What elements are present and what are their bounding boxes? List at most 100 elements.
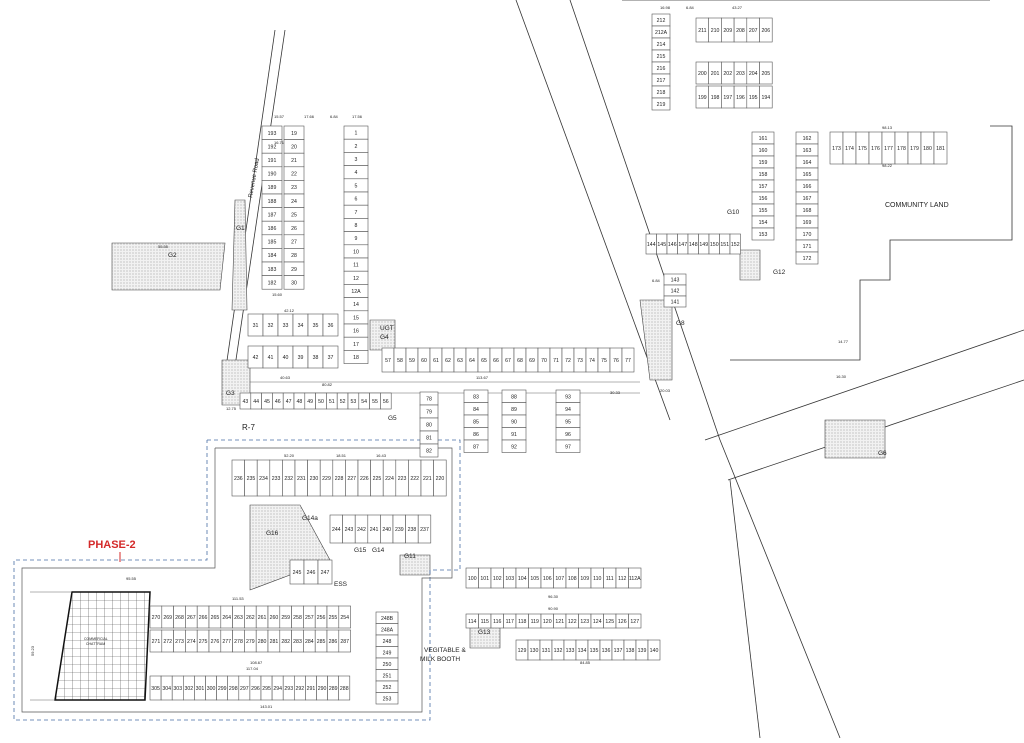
plot-number-28: 28 [291,253,297,259]
plot-number-301: 301 [196,686,205,692]
dim-label: 20.03 [660,388,671,393]
dim-label: 98.22 [882,163,893,168]
plot-number-137: 137 [614,648,623,654]
dim-label: 90.90 [548,606,559,611]
commercial-area [30,591,151,701]
plot-number-251: 251 [383,673,392,679]
plot-number-184: 184 [268,253,277,259]
plot-number-93: 93 [565,394,571,400]
plot-number-46: 46 [275,399,281,405]
plot-number-31: 31 [253,323,259,329]
plot-number-202: 202 [723,71,732,77]
dim-label: 6.84 [330,114,339,119]
plot-number-290: 290 [318,686,327,692]
green-area-g2 [111,242,226,291]
plot-number-74: 74 [589,358,595,364]
plot-number-110: 110 [593,576,601,582]
dim-label: 17.56 [352,114,363,119]
plot-number-19: 19 [291,131,297,137]
plot-number-91: 91 [511,432,517,438]
plot-number-219: 219 [657,102,666,108]
plot-181 [933,131,948,165]
plot-number-90: 90 [511,419,517,425]
plot-number-87: 87 [473,444,479,450]
plot-number-211: 211 [698,28,706,34]
plot-number-238: 238 [408,527,417,533]
plot-number-205: 205 [762,71,771,77]
plot-number-194: 194 [762,95,771,101]
plot-number-268: 268 [175,615,184,621]
plot-number-156: 156 [759,196,768,202]
plot-number-246: 246 [307,570,316,576]
plot-number-54: 54 [361,399,367,405]
plot-number-256: 256 [317,615,326,621]
plot-number-63: 63 [457,358,463,364]
dim-label: 16.71 [274,140,285,145]
plot-number-6: 6 [355,197,358,203]
plot-number-216: 216 [657,66,666,72]
plot-number-297: 297 [240,686,249,692]
plot-number-39: 39 [298,355,304,361]
green-area-g11 [399,554,431,576]
plot-number-104: 104 [518,576,527,582]
plot-number-222: 222 [410,476,419,482]
dim-label: 43.27 [732,5,743,10]
g4-label: G4 [380,334,389,341]
dim-label: 143.01 [260,704,273,709]
plot-number-105: 105 [530,576,539,582]
plot-number-241: 241 [370,527,379,533]
plot-number-193: 193 [268,131,277,137]
plot-number-118: 118 [518,619,526,625]
plot-number-26: 26 [291,226,297,232]
plot-number-247: 247 [321,570,330,576]
plot-254 [338,605,351,629]
plot-number-242: 242 [357,527,366,533]
plot-number-12: 12 [353,276,359,282]
dim-label: 111.53 [232,596,244,601]
phase-label: PHASE-2 [88,539,136,551]
g1-label: G1 [236,225,245,232]
plot-number-164: 164 [803,160,812,166]
plot-number-192: 192 [268,144,277,150]
plot-number-4: 4 [355,170,358,176]
road-lines [221,0,1024,739]
plot-140 [647,639,661,661]
plot-number-24: 24 [291,199,297,205]
plot-number-69: 69 [529,358,535,364]
plot-number-151: 151 [720,242,729,248]
commercial-label-2: CHATTRAM [86,642,105,646]
plot-number-44: 44 [253,399,259,405]
plot-number-227: 227 [347,476,356,482]
plot-288 [338,675,351,701]
plot-number-153: 153 [759,232,768,238]
plot-number-76: 76 [613,358,619,364]
g5-label: G5 [388,415,397,422]
plot-number-30: 30 [291,280,297,286]
dim-label: 14.77 [838,339,849,344]
dim-label: 59.23 [30,645,35,656]
dim-label: 108.67 [250,660,263,665]
plot-number-40: 40 [283,355,289,361]
plot-number-275: 275 [199,639,208,645]
plot-number-209: 209 [723,28,732,34]
plot-number-210: 210 [711,28,720,34]
plot-number-88: 88 [511,394,517,400]
plot-number-217: 217 [657,78,666,84]
plot-number-288: 288 [340,686,349,692]
veg-booth-label-2: MILK BOOTH [420,656,460,663]
plot-number-214: 214 [657,42,666,48]
plot-number-147: 147 [678,242,687,248]
plot-number-248A: 248A [381,627,394,633]
plot-number-195: 195 [749,95,758,101]
plot-number-261: 261 [258,615,267,621]
plot-253 [375,692,399,705]
dim-label: 117.04 [246,666,259,671]
dim-label: 98.13 [882,125,893,130]
plot-number-199: 199 [698,95,707,101]
g10-label: G10 [727,209,740,216]
plot-number-244: 244 [332,527,341,533]
green-area-g8 [639,299,673,381]
dim-label: 95.55 [126,576,137,581]
plot-number-286: 286 [329,639,338,645]
plot-number-283: 283 [293,639,302,645]
